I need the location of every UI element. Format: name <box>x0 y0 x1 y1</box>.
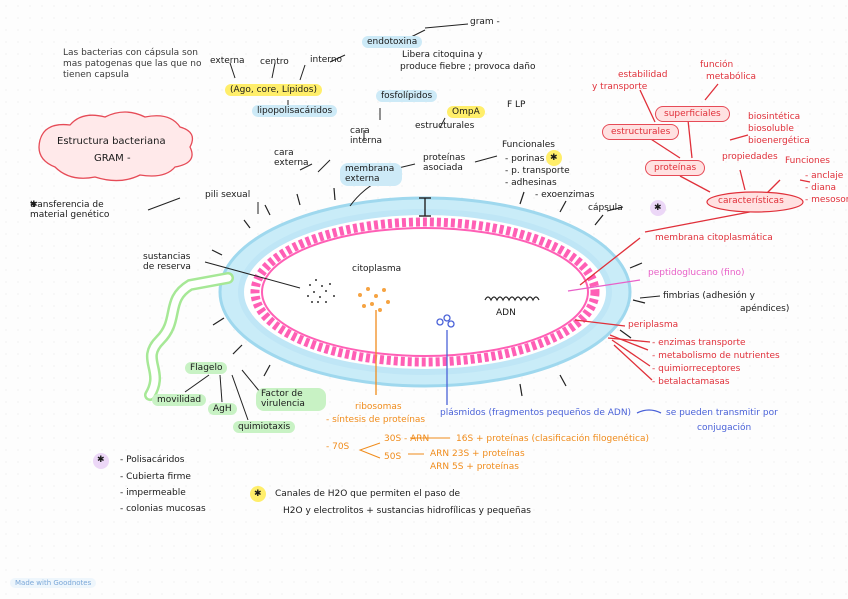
canales-label: Canales de H2O que permiten el paso de <box>275 489 461 499</box>
produce-label: produce fiebre ; provoca daño <box>400 62 536 72</box>
adn-label: ADN <box>496 308 516 318</box>
plasmidos-label: plásmidos (fragmentos pequeños de ADN) <box>440 408 632 418</box>
funciones-item-2: - diana <box>805 183 837 193</box>
16s-label: 16S + proteínas (clasificación filogenét… <box>456 434 649 444</box>
apendices-label: apéndices) <box>740 304 790 314</box>
centro-label: centro <box>260 57 289 67</box>
periplasma-item-3: - quimiorreceptores <box>652 364 741 374</box>
propiedades-label: propiedades <box>722 152 778 162</box>
funciones-item-3: - mesosoma <box>805 195 848 205</box>
propiedades-item-3: bioenergética <box>748 136 810 146</box>
5s-label: ARN 5S + proteínas <box>430 462 519 472</box>
caracteristicas-label: características <box>718 196 784 206</box>
factor-label: Factor de virulencia <box>256 388 326 411</box>
superficiales-label: superficiales <box>655 106 730 123</box>
flagelo-label: Flagelo <box>185 362 228 375</box>
ribosome-dots <box>358 287 390 312</box>
periplasma-item-4: - betalactamasas <box>652 377 730 387</box>
transmitir-label: se pueden transmitir por <box>666 408 778 418</box>
transfer-star-icon: ✱ <box>30 200 38 210</box>
transporte-label: y transporte <box>592 82 648 92</box>
lipopolisacarido-label: lipopolisacáridos <box>252 105 338 118</box>
capsule-list-1: - Polisacáridos <box>120 455 185 465</box>
peptidoglucano-arrow <box>567 279 641 292</box>
capsule-star-icon: ✱ <box>97 455 105 465</box>
citoplasma-label: citoplasma <box>352 264 402 274</box>
interno-label: interno <box>310 55 343 65</box>
funciones-item-1: - anclaje <box>805 171 844 181</box>
title-cloud <box>38 111 194 182</box>
funcion-label: función <box>700 60 734 70</box>
estructurales-top-label: estructurales <box>415 121 475 131</box>
lps-parts-label: (Ago, core, Lípidos) <box>225 84 322 97</box>
30s-label: 30S - ARN <box>384 434 430 444</box>
50s-label: 50S <box>384 452 402 462</box>
estructurales-label: estructurales <box>602 124 680 141</box>
reserve-granules <box>307 279 335 303</box>
cara-externa-label: cara externa <box>274 148 309 169</box>
periplasma-label: periplasma <box>628 320 679 330</box>
quimiotaxis-label: quimiotaxis <box>233 421 296 434</box>
capsule-list-4: - colonias mucosas <box>120 504 206 514</box>
adhesinas-label: - adhesinas <box>505 178 557 188</box>
transferencia-label: transferencia de material genético <box>30 200 110 221</box>
watermark: Made with Goodnotes <box>10 578 97 588</box>
plasmid-circles <box>436 314 455 328</box>
metabolica-label: metabólica <box>706 72 757 82</box>
canales-label-2: H2O y electrolitos + sustancias hidrofíl… <box>283 506 531 516</box>
agh-label: AgH <box>208 403 237 416</box>
sustancias-label: sustancias de reserva <box>143 252 191 273</box>
periplasma-item-2: - metabolismo de nutrientes <box>652 351 780 361</box>
f-lp-label: F LP <box>507 100 526 110</box>
peptidoglucano-label: peptidoglucano (fino) <box>648 268 745 278</box>
periplasma-item-1: - enzimas transporte <box>652 338 746 348</box>
conjugacion-label: conjugación <box>697 423 752 433</box>
capsule-ref-star-icon: ✱ <box>654 203 662 213</box>
ompa-label: OmpA <box>447 106 485 119</box>
diagram-title: Estructura bacteriana <box>57 136 166 147</box>
fimbrias-label: fimbrias (adhesión y <box>663 291 755 301</box>
capsule-note: Las bacterias con cápsula son mas patoge… <box>63 48 202 80</box>
exoenzimas-label: - exoenzimas <box>535 190 595 200</box>
23s-label: ARN 23S + proteínas <box>430 449 525 459</box>
pili-label: pili sexual <box>205 190 251 200</box>
funcionales-label: Funcionales <box>502 140 555 150</box>
porin-star-icon: ✱ <box>254 489 262 499</box>
endotoxina-label: endotoxina <box>362 36 423 49</box>
sintesis-label: - síntesis de proteínas <box>326 415 426 425</box>
dna-coil <box>484 296 540 302</box>
cara-interna-label: cara interna <box>350 126 383 147</box>
externa-label: externa <box>210 56 245 66</box>
membrana-cit-label: membrana citoplasmática <box>655 233 773 243</box>
capsula-label: cápsula <box>588 203 623 213</box>
cytoplasm-area <box>261 227 589 357</box>
p-transporte-label: - p. transporte <box>505 166 570 176</box>
propiedades-item-2: biosoluble <box>748 124 794 134</box>
caracteristicas-oval <box>706 191 804 213</box>
propiedades-item-1: biosintética <box>748 112 801 122</box>
porin-ref-star-icon: ✱ <box>550 153 558 163</box>
ribosomas-label: ribosomas <box>355 402 402 412</box>
gram-label: gram - <box>470 17 500 27</box>
movilidad-label: movilidad <box>152 394 207 407</box>
membrana-externa-label: membrana externa <box>340 163 402 186</box>
fosfolipidos-label: fosfolípidos <box>376 90 438 103</box>
funciones-label: Funciones <box>785 156 830 166</box>
proteinas-label: proteínas <box>645 160 706 177</box>
capsule-list-2: - Cubierta firme <box>120 472 191 482</box>
libera-label: Libera citoquina y <box>402 50 483 60</box>
capsule-list-3: - impermeable <box>120 488 186 498</box>
cytoplasmic-membrane <box>250 217 600 367</box>
diagram-subtitle: GRAM - <box>94 153 131 164</box>
proteinas-asociada-label: proteínas asociada <box>423 153 466 174</box>
estabilidad-label: estabilidad <box>618 70 668 80</box>
porinas-label: - porinas <box>505 154 545 164</box>
70s-label: - 70S <box>326 442 350 452</box>
